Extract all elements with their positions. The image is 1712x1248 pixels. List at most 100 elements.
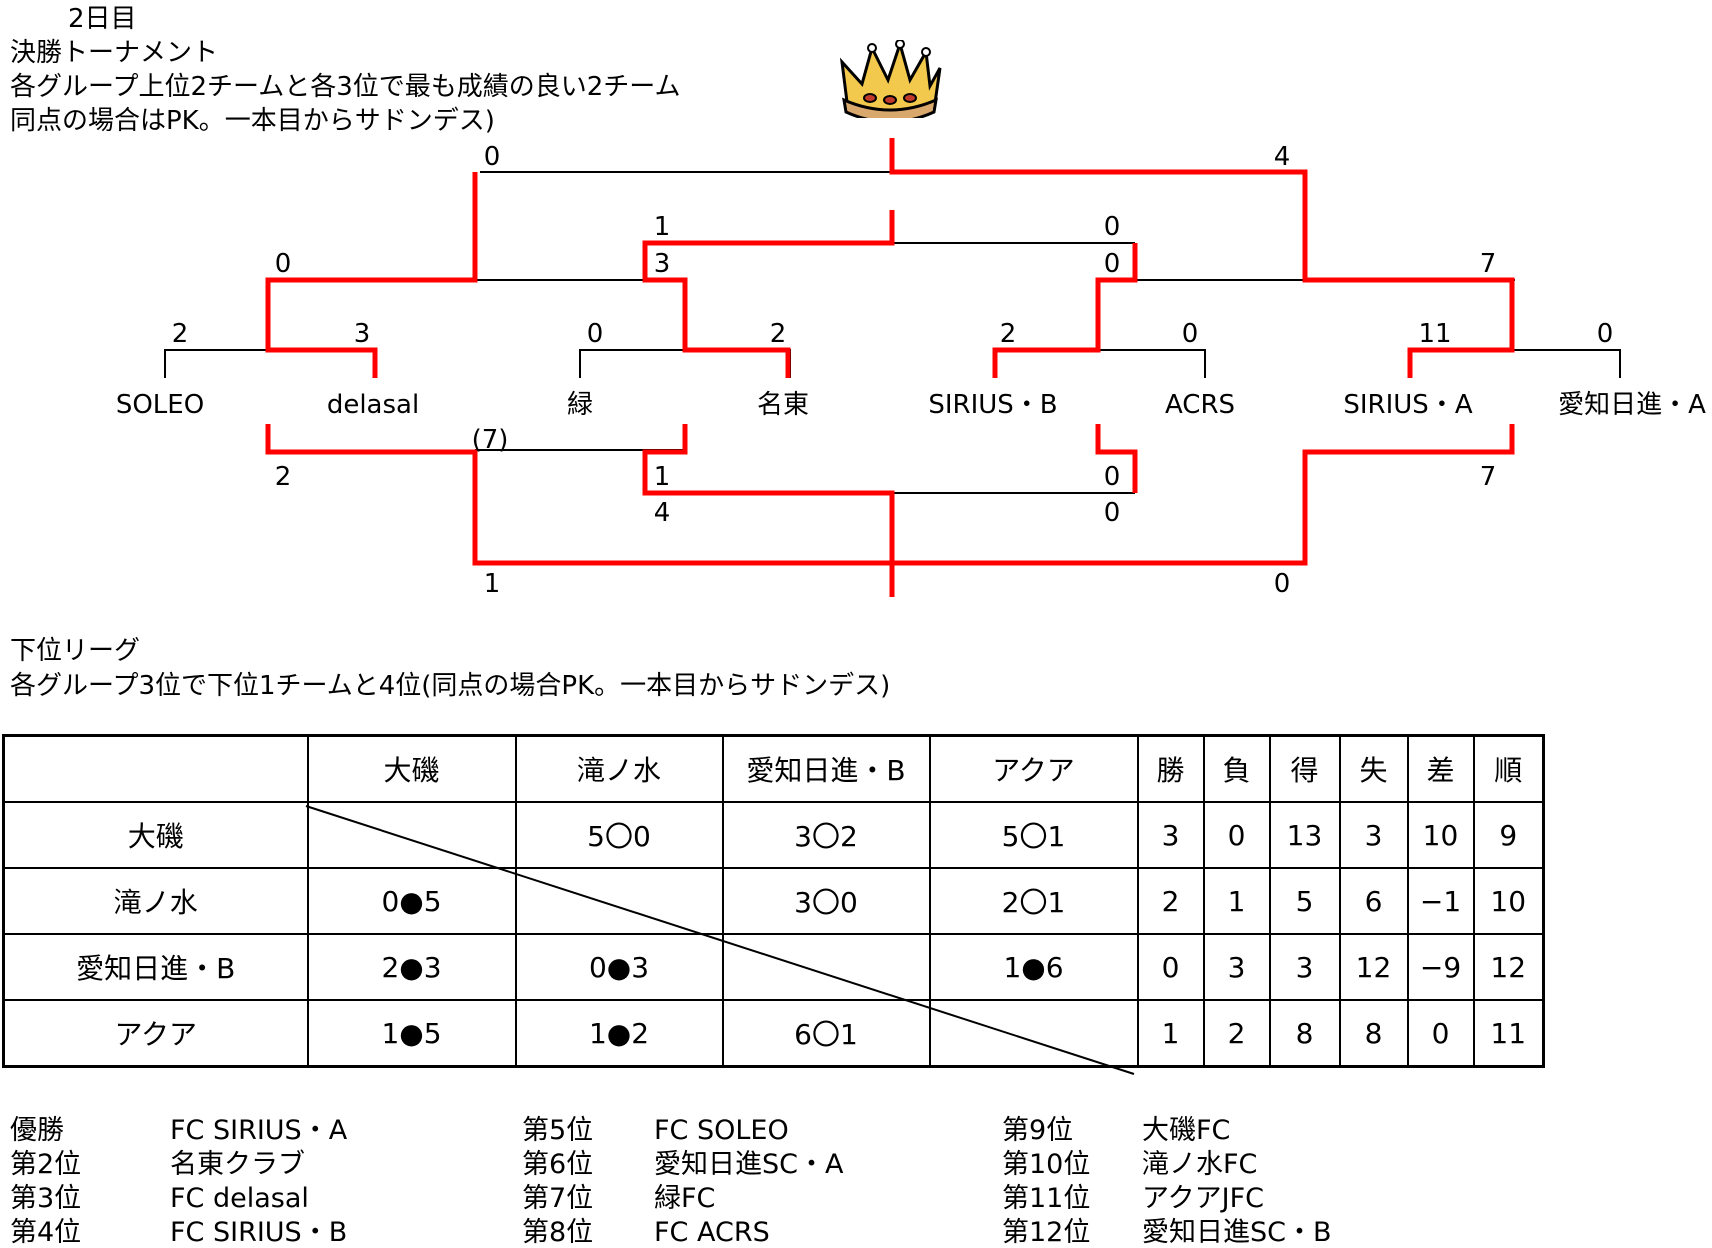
team-meito: 名東 [757,390,809,420]
rank-team: 愛知日進SC・B [1142,1217,1332,1248]
rank-team: FC SIRIUS・A [170,1115,348,1146]
rank-team: 大磯FC [1142,1115,1231,1146]
score-sirius-b: 2 [1000,319,1017,349]
rank-team: FC SIRIUS・B [170,1217,348,1248]
table-cell: アクア [2,999,309,1068]
table-header-cell: 負 [1202,734,1271,803]
rank-label: 第12位 [1002,1217,1091,1248]
table-cell: 0●5 [306,867,517,935]
table-cell [306,801,517,869]
score-qf-left-2: 3 [654,249,671,279]
team-nisshin-a: 愛知日進・A [1558,390,1706,420]
lower-league-rule: 各グループ3位で下位1チームと4位(同点の場合PK。一本目からサドンデス) [10,671,891,701]
table-cell: 0 [1202,801,1271,869]
table-cell: 3 [1338,801,1409,869]
table-cell: 2〇1 [928,867,1139,935]
table-header-cell: 差 [1406,734,1475,803]
table-cell: 6〇1 [721,999,931,1068]
team-sirius-a: SIRIUS・A [1343,390,1472,420]
table-cell: 3 [1268,933,1341,1001]
rank-label: 第3位 [10,1183,82,1214]
table-cell: 13 [1268,801,1341,869]
table-header-cell: 順 [1472,734,1545,803]
rank-team: FC delasal [170,1183,309,1214]
rank-team: アクアJFC [1142,1183,1264,1214]
tournament-rule-2: 同点の場合はPK。一本目からサドンデス) [10,106,495,136]
score-sirius-a: 11 [1418,319,1451,349]
rank-label: 第8位 [522,1217,594,1248]
rank-label: 第7位 [522,1183,594,1214]
score-delasal: 3 [354,319,371,349]
rank-team: 愛知日進SC・A [654,1149,844,1180]
team-sirius-b: SIRIUS・B [928,390,1057,420]
rank-label: 第11位 [1002,1183,1091,1214]
score-sf-left: 1 [654,212,671,242]
table-cell: 1 [1136,999,1205,1068]
table-cell [928,999,1139,1068]
score-final-left: 0 [484,142,501,172]
table-cell: 1●6 [928,933,1139,1001]
lower-league-title: 下位リーグ [10,636,141,666]
table-cell: 3〇0 [721,867,931,935]
score-third-left: 4 [654,498,671,528]
tournament-bracket: SOLEO delasal 緑 名東 SIRIUS・B ACRS SIRIUS・… [116,138,1706,599]
rank-label: 第9位 [1002,1115,1074,1146]
table-cell: 0 [1406,999,1475,1068]
table-cell: 愛知日進・B [2,933,309,1001]
table-cell: 12 [1338,933,1409,1001]
score-qf-right-2: 7 [1480,249,1497,279]
table-cell: 12 [1472,933,1545,1001]
rank-team: 緑FC [654,1183,716,1214]
table-header-cell: 滝ノ水 [514,734,724,803]
score-midori: 0 [587,319,604,349]
table-cell: 8 [1268,999,1341,1068]
score-cons-pk: (7) [472,425,509,455]
table-cell: 2 [1202,999,1271,1068]
team-delasal: delasal [327,390,419,420]
table-cell: 滝ノ水 [2,867,309,935]
rank-label: 第4位 [10,1217,82,1248]
score-meito: 2 [770,319,787,349]
table-cell: 5 [1268,867,1341,935]
table-cell: 3 [1202,933,1271,1001]
rank-team: 滝ノ水FC [1142,1149,1258,1180]
score-cons-left-2: 1 [654,462,671,492]
table-header-cell: 失 [1338,734,1409,803]
table-cell: 0●3 [514,933,724,1001]
rank-label: 第6位 [522,1149,594,1180]
score-cons-right-2: 7 [1480,462,1497,492]
rank-team: FC SOLEO [654,1115,789,1146]
score-cons-right-1: 0 [1104,462,1121,492]
table-cell: 3〇2 [721,801,931,869]
table-cell: 6 [1338,867,1409,935]
team-acrs: ACRS [1165,390,1235,420]
table-cell: 9 [1472,801,1545,869]
rank-team: 名東クラブ [170,1149,305,1180]
score-fifth-right: 0 [1274,569,1291,599]
score-cons-left-1: 2 [275,462,292,492]
day-label: 2日目 [68,4,137,34]
table-cell: 5〇0 [514,801,724,869]
bracket-winner-lines [265,138,1515,597]
table-cell [514,867,724,935]
tournament-title: 決勝トーナメント [10,38,219,68]
table-cell: 8 [1338,999,1409,1068]
score-nisshin-a: 0 [1597,319,1614,349]
table-cell: 3 [1136,801,1205,869]
table-cell: 2●3 [306,933,517,1001]
table-cell: 0 [1136,933,1205,1001]
table-header-cell: 大磯 [306,734,517,803]
score-third-right: 0 [1104,498,1121,528]
table-cell: 1●5 [306,999,517,1068]
crown-icon [839,40,942,118]
rank-team: FC ACRS [654,1217,770,1248]
table-cell: 1 [1202,867,1271,935]
table-header-cell: 得 [1268,734,1341,803]
rank-label: 第5位 [522,1115,594,1146]
team-midori: 緑 [567,390,593,420]
table-cell: 10 [1472,867,1545,935]
